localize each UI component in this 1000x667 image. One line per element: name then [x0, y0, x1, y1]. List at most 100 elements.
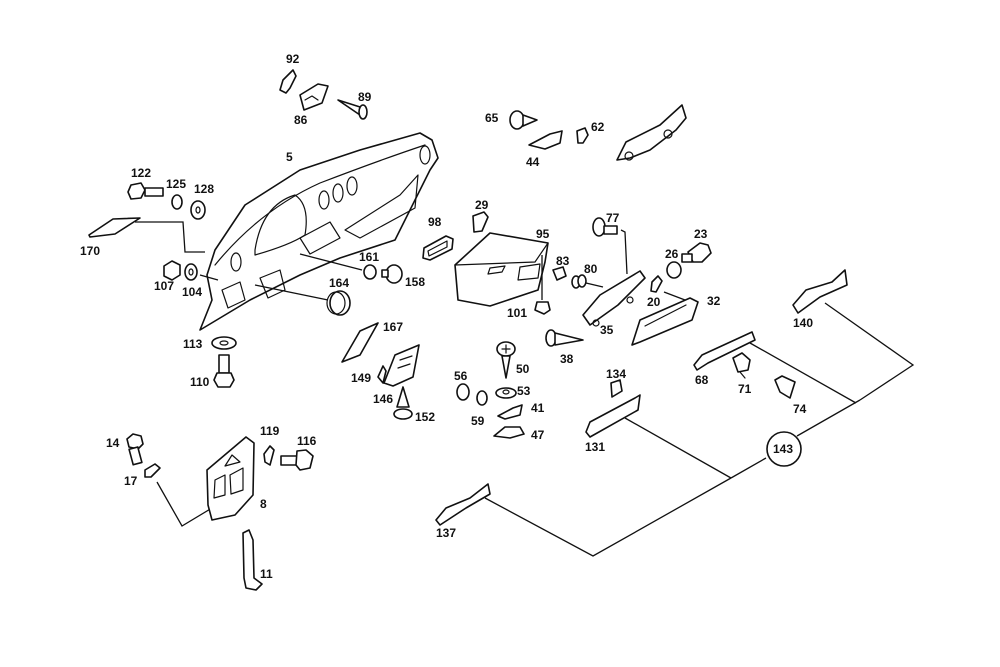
trim-strip-68[interactable]	[693, 331, 756, 371]
washer-53[interactable]	[495, 387, 517, 399]
label-50[interactable]: 50	[516, 362, 530, 376]
trim-strip-131[interactable]	[585, 394, 641, 438]
label-92[interactable]: 92	[286, 52, 300, 66]
lock-washer-125[interactable]	[171, 194, 183, 210]
washer-128[interactable]	[190, 200, 206, 220]
label-134[interactable]: 134	[606, 367, 626, 381]
label-101[interactable]: 101	[507, 306, 527, 320]
clip-149[interactable]	[377, 365, 387, 384]
hex-bolt-14[interactable]	[126, 433, 144, 466]
label-14[interactable]: 14	[106, 436, 120, 450]
label-5[interactable]: 5	[286, 150, 293, 164]
lock-cylinder[interactable]	[681, 242, 712, 263]
label-122[interactable]: 122	[131, 166, 151, 180]
screw-50[interactable]	[496, 341, 516, 379]
label-62[interactable]: 62	[591, 120, 605, 134]
latch-clip-20[interactable]	[650, 275, 663, 293]
clip-62[interactable]	[576, 127, 589, 144]
label-59[interactable]: 59	[471, 414, 485, 428]
label-23[interactable]: 23	[694, 227, 708, 241]
lamp-lens[interactable]	[422, 235, 454, 261]
washer-17[interactable]	[144, 463, 161, 478]
spring-80[interactable]	[571, 274, 587, 289]
spring-clip[interactable]	[279, 69, 297, 94]
label-11[interactable]: 11	[260, 567, 273, 581]
screw-38[interactable]	[545, 329, 584, 347]
label-161[interactable]: 161	[359, 250, 379, 264]
label-95[interactable]: 95	[536, 227, 550, 241]
label-170[interactable]: 170	[80, 244, 100, 258]
label-140[interactable]: 140	[793, 316, 813, 330]
label-29[interactable]: 29	[475, 198, 489, 212]
label-110[interactable]: 110	[190, 375, 210, 389]
glovebox[interactable]	[454, 232, 549, 307]
label-107[interactable]: 107	[154, 279, 174, 293]
label-104[interactable]: 104	[182, 285, 202, 299]
label-53[interactable]: 53	[517, 384, 531, 398]
label-71[interactable]: 71	[738, 382, 752, 396]
dashboard-panel[interactable]	[199, 132, 439, 331]
label-32[interactable]: 32	[707, 294, 721, 308]
label-116[interactable]: 116	[297, 434, 317, 448]
plug-161[interactable]	[363, 264, 377, 280]
label-35[interactable]: 35	[600, 323, 614, 337]
label-146[interactable]: 146	[373, 392, 393, 406]
lock-washer-59[interactable]	[476, 390, 488, 406]
screw-89[interactable]	[337, 99, 368, 120]
nut-107[interactable]	[163, 260, 181, 281]
label-125[interactable]: 125	[166, 177, 186, 191]
label-164[interactable]: 164	[329, 276, 349, 290]
plug-158[interactable]	[381, 264, 403, 284]
nut-56[interactable]	[456, 383, 470, 401]
bracket-clip-41[interactable]	[497, 404, 523, 420]
label-38[interactable]: 38	[560, 352, 574, 366]
label-68[interactable]: 68	[695, 373, 709, 387]
washer-119[interactable]	[263, 445, 275, 466]
label-137[interactable]: 137	[436, 526, 456, 540]
label-158[interactable]: 158	[405, 275, 425, 289]
label-143[interactable]: 143	[773, 442, 793, 456]
glovebox-handle[interactable]	[631, 297, 699, 346]
grommet-26[interactable]	[666, 261, 682, 279]
bolt-110[interactable]	[213, 354, 235, 388]
support-strut[interactable]	[242, 529, 263, 591]
label-41[interactable]: 41	[531, 401, 545, 415]
label-152[interactable]: 152	[415, 410, 435, 424]
rivet-101[interactable]	[534, 301, 551, 315]
label-131[interactable]: 131	[585, 440, 605, 454]
bolt-116[interactable]	[280, 449, 314, 471]
fastener-71[interactable]	[732, 352, 751, 379]
label-56[interactable]: 56	[454, 369, 468, 383]
bracket-outline[interactable]	[616, 104, 687, 161]
clip-134[interactable]	[610, 379, 623, 398]
label-86[interactable]: 86	[294, 113, 308, 127]
latch-plate[interactable]	[582, 270, 646, 327]
washer-113[interactable]	[211, 336, 237, 350]
label-65[interactable]: 65	[485, 111, 499, 125]
label-20[interactable]: 20	[647, 295, 661, 309]
label-83[interactable]: 83	[556, 254, 570, 268]
label-47[interactable]: 47	[531, 428, 545, 442]
fastener-74[interactable]	[774, 375, 796, 399]
spring-nut-47[interactable]	[493, 426, 525, 439]
label-89[interactable]: 89	[358, 90, 372, 104]
screw-77[interactable]	[592, 217, 618, 237]
label-149[interactable]: 149	[351, 371, 371, 385]
label-128[interactable]: 128	[194, 182, 214, 196]
panel-insert[interactable]	[341, 322, 379, 363]
cover-plate[interactable]	[383, 344, 420, 387]
trim-end-137[interactable]	[435, 483, 491, 526]
hinge-bracket[interactable]	[528, 130, 563, 150]
label-44[interactable]: 44	[526, 155, 540, 169]
clip-29[interactable]	[472, 211, 489, 233]
label-74[interactable]: 74	[793, 402, 807, 416]
label-98[interactable]: 98	[428, 215, 442, 229]
callout-143[interactable]	[766, 431, 802, 467]
bushing-83[interactable]	[552, 266, 567, 281]
label-113[interactable]: 113	[183, 337, 203, 351]
screw-65[interactable]	[509, 110, 538, 130]
label-77[interactable]: 77	[606, 211, 620, 225]
clip-holder[interactable]	[299, 83, 329, 111]
label-80[interactable]: 80	[584, 262, 598, 276]
trim-end-140[interactable]	[792, 269, 848, 314]
